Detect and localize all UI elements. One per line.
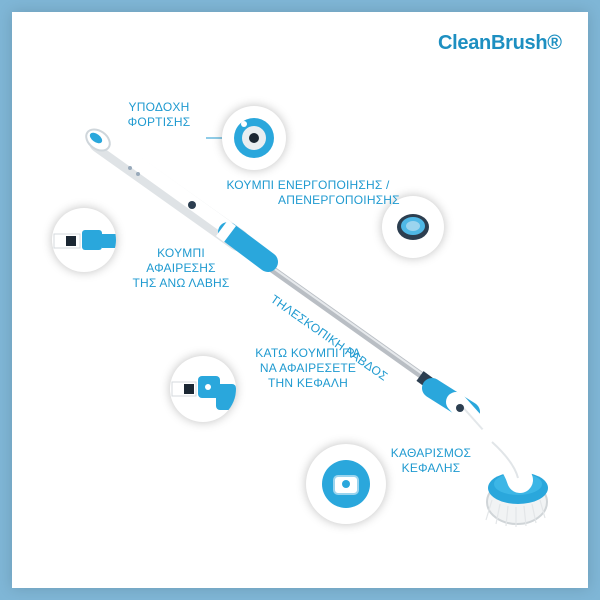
cleaning-head-label: ΚΑΘΑΡΙΣΜΟΣ ΚΕΦΑΛΗΣ	[376, 446, 486, 476]
cleaning-head-label-line2: ΚΕΦΑΛΗΣ	[401, 461, 461, 475]
charging-port-label-line1: ΥΠΟΔΟΧΗ	[128, 100, 190, 114]
head-release-connector-icon	[171, 376, 236, 410]
charging-port-label: ΥΠΟΔΟΧΗ ΦΟΡΤΙΣΗΣ	[104, 100, 214, 130]
brush-head-icon	[322, 460, 370, 508]
remove-handle-label-line1: ΚΟΥΜΠΙ	[157, 246, 205, 260]
power-button-label-line1: ΚΟΥΜΠΙ ΕΝΕΡΓΟΠΟΙΗΣΗΣ /	[226, 178, 390, 192]
remove-handle-button-callout	[52, 208, 116, 272]
handle-connector-icon	[53, 230, 116, 250]
lower-button-label-line3: ΤΗΝ ΚΕΦΑΛΗ	[268, 376, 348, 390]
charging-port-callout	[222, 106, 286, 170]
remove-handle-label-line3: ΤΗΣ ΑΝΩ ΛΑΒΗΣ	[132, 276, 230, 290]
lower-button-label: ΚΑΤΩ ΚΟΥΜΠΙ ΓΙΑ ΝΑ ΑΦΑΙΡΕΣΕΤΕ ΤΗΝ ΚΕΦΑΛΗ	[238, 346, 378, 391]
power-button-label-line2: ΑΠΕΝΕΡΓΟΠΟΙΗΣΗΣ	[278, 193, 400, 207]
remove-handle-label-line2: ΑΦΑΙΡΕΣΗΣ	[146, 261, 216, 275]
lower-button-label-line2: ΝΑ ΑΦΑΙΡΕΣΕΤΕ	[259, 361, 357, 375]
cleaning-head-callout	[306, 444, 386, 524]
lower-button-callout	[170, 356, 236, 422]
remove-handle-label: ΚΟΥΜΠΙ ΑΦΑΙΡΕΣΗΣ ΤΗΣ ΑΝΩ ΛΑΒΗΣ	[116, 246, 246, 291]
power-button-label: ΚΟΥΜΠΙ ΕΝΕΡΓΟΠΟΙΗΣΗΣ / ΑΠΕΝΕΡΓΟΠΟΙΗΣΗΣ	[218, 178, 400, 208]
power-button-icon	[397, 214, 429, 240]
brand-logo: CleanBrush®	[438, 32, 562, 54]
cleaning-head-label-line1: ΚΑΘΑΡΙΣΜΟΣ	[390, 446, 472, 460]
charging-port-icon	[234, 118, 274, 158]
power-button-callout	[382, 196, 444, 258]
charging-port-label-line2: ΦΟΡΤΙΣΗΣ	[127, 115, 191, 129]
lower-button-label-line1: ΚΑΤΩ ΚΟΥΜΠΙ ΓΙΑ	[255, 346, 361, 360]
